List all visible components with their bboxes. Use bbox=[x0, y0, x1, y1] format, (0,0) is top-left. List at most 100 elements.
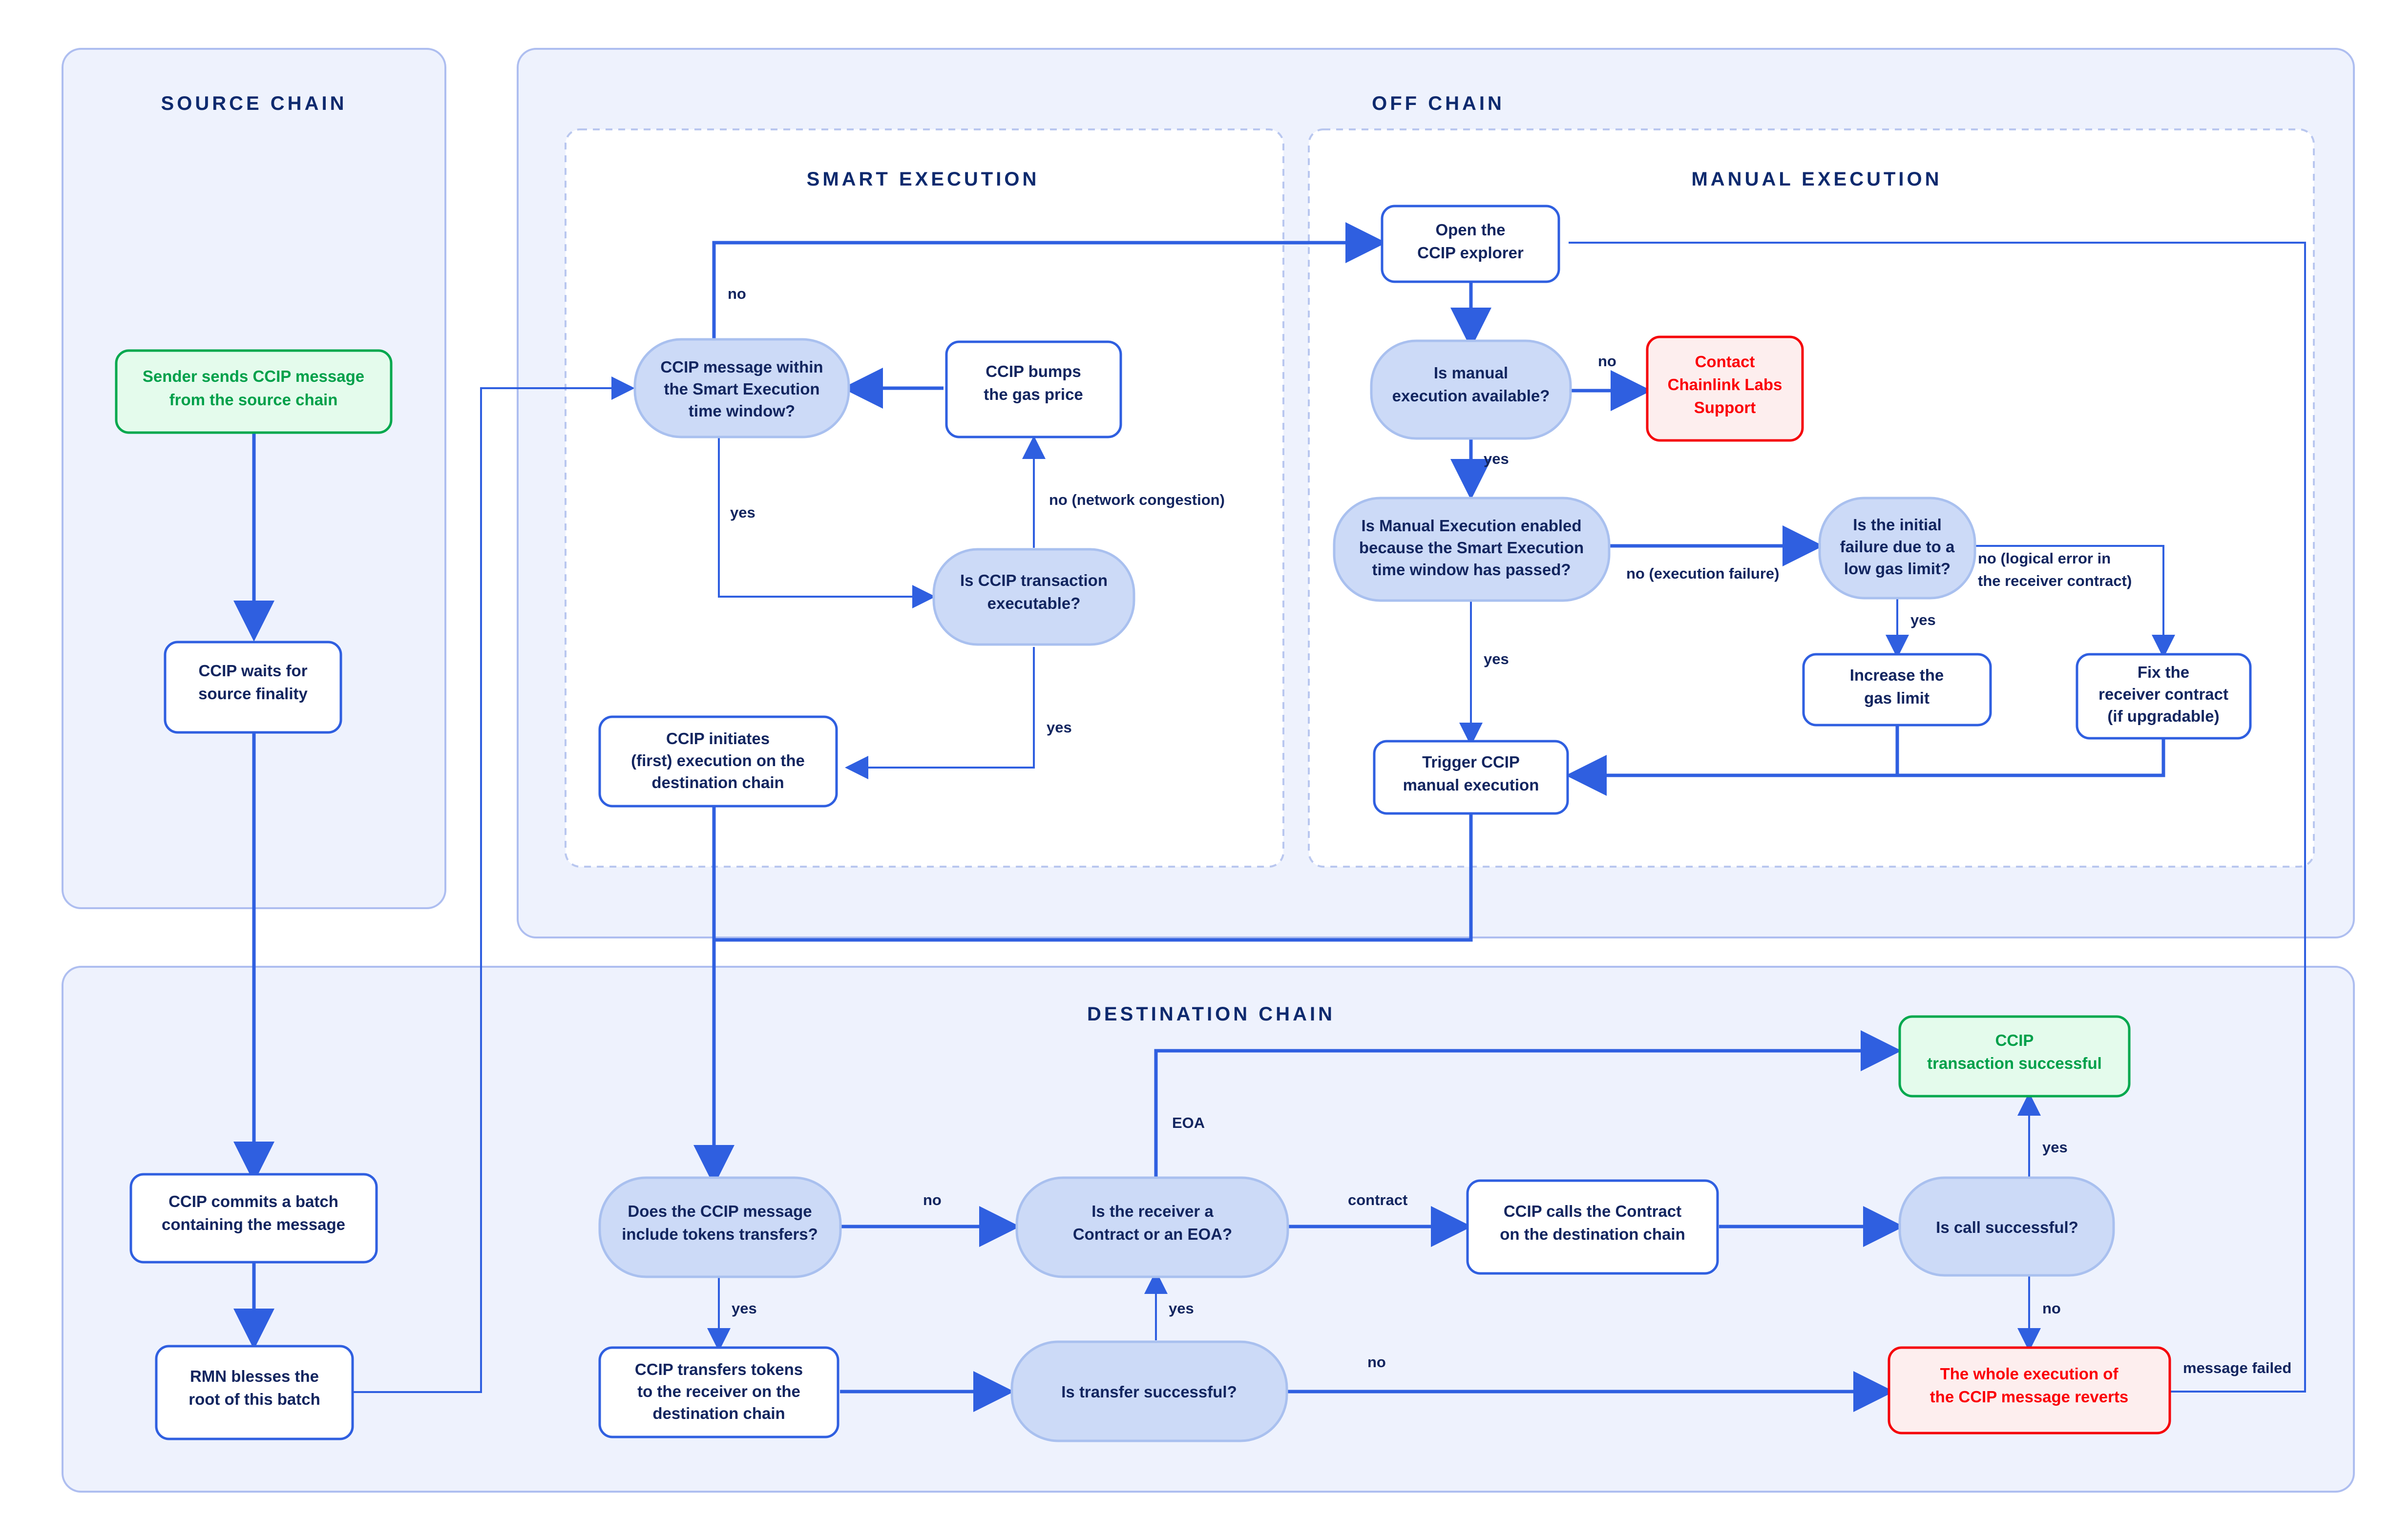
node-rmn-blesses[interactable]: RMN blesses the root of this batch bbox=[155, 1345, 354, 1440]
edge-label-no-tokens: no bbox=[923, 1191, 942, 1208]
node-commits-batch-line-1: CCIP commits a batch bbox=[168, 1192, 338, 1210]
node-bumps-gas-line-2: the gas price bbox=[984, 385, 1083, 403]
node-initiates-exec[interactable]: CCIP initiates (first) execution on the … bbox=[598, 715, 838, 808]
edge-label-eoa: EOA bbox=[1172, 1114, 1205, 1131]
edge-label-no-transfer: no bbox=[1367, 1353, 1386, 1371]
edge-label-no-call: no bbox=[2042, 1300, 2061, 1317]
node-trigger-manual[interactable]: Trigger CCIP manual execution bbox=[1373, 740, 1569, 815]
node-trigger-manual-line-1: Trigger CCIP bbox=[1422, 753, 1520, 771]
node-fix-receiver-line-1: Fix the bbox=[2138, 663, 2189, 681]
node-within-window[interactable]: CCIP message within the Smart Execution … bbox=[633, 338, 850, 438]
node-rmn-blesses-line-1: RMN blesses the bbox=[190, 1367, 319, 1385]
node-rmn-blesses-line-2: root of this batch bbox=[189, 1390, 320, 1408]
node-manual-enabled-line-2: because the Smart Execution bbox=[1359, 539, 1584, 557]
edge-label-yes-manual-enabled: yes bbox=[1484, 650, 1509, 667]
node-calls-contract-line-1: CCIP calls the Contract bbox=[1504, 1202, 1681, 1220]
node-commits-batch-line-2: containing the message bbox=[162, 1215, 345, 1233]
edge-reverts-to-explorer bbox=[1569, 242, 2306, 1393]
node-trigger-manual-line-2: manual execution bbox=[1403, 776, 1539, 794]
edge-receiver-eoa-to-success bbox=[1154, 1030, 1902, 1179]
node-includes-tokens-line-1: Does the CCIP message bbox=[628, 1202, 812, 1220]
edge-fix-receiver-to-trigger bbox=[1897, 737, 2165, 777]
subgroup-title-manual-execution: MANUAL EXECUTION bbox=[1691, 168, 1942, 190]
node-open-explorer-line-1: Open the bbox=[1435, 221, 1505, 239]
node-contact-support-line-2: Chainlink Labs bbox=[1668, 375, 1783, 394]
node-manual-enabled[interactable]: Is Manual Execution enabled because the … bbox=[1333, 497, 1611, 602]
subgroup-title-smart-execution: SMART EXECUTION bbox=[807, 168, 1040, 190]
edge-label-yes-tokens: yes bbox=[732, 1300, 757, 1317]
node-within-window-line-1: CCIP message within bbox=[660, 358, 823, 376]
node-sender-sends[interactable]: Sender sends CCIP message from the sourc… bbox=[115, 349, 393, 434]
node-is-executable[interactable]: Is CCIP transaction executable? bbox=[932, 548, 1135, 646]
edge-label-no-congestion: no (network congestion) bbox=[1049, 491, 1225, 508]
edge-initial-failure-no-to-fix-receiver bbox=[1938, 545, 2175, 658]
node-contact-support[interactable]: Contact Chainlink Labs Support bbox=[1646, 335, 1804, 442]
subgroup-manual-execution bbox=[1308, 128, 2315, 868]
node-increase-gas[interactable]: Increase the gas limit bbox=[1802, 653, 1992, 727]
node-sender-sends-line-1: Sender sends CCIP message bbox=[143, 367, 364, 385]
node-waits-finality[interactable]: CCIP waits for source finality bbox=[164, 641, 342, 734]
node-open-explorer-line-2: CCIP explorer bbox=[1417, 244, 1524, 262]
edge-label-message-failed: message failed bbox=[2183, 1359, 2291, 1376]
node-waits-finality-line-1: CCIP waits for bbox=[198, 662, 307, 680]
node-fix-receiver[interactable]: Fix the receiver contract (if upgradable… bbox=[2076, 653, 2252, 740]
node-transfers-tokens-line-2: to the receiver on the bbox=[637, 1382, 800, 1400]
node-tx-success-line-2: transaction successful bbox=[1927, 1054, 2102, 1072]
node-is-executable-line-2: executable? bbox=[987, 594, 1081, 612]
edge-label-no-manual: no bbox=[1598, 353, 1616, 370]
node-initial-failure-line-3: low gas limit? bbox=[1844, 560, 1951, 578]
node-calls-contract[interactable]: CCIP calls the Contract on the destinati… bbox=[1466, 1179, 1719, 1275]
node-initial-failure[interactable]: Is the initial failure due to a low gas … bbox=[1818, 497, 1976, 600]
node-receiver-kind-line-2: Contract or an EOA? bbox=[1073, 1225, 1232, 1243]
node-reverts-line-1: The whole execution of bbox=[1940, 1365, 2119, 1383]
node-manual-enabled-line-3: time window has passed? bbox=[1372, 561, 1571, 579]
edge-label-no-logical-error-l1: no (logical error in bbox=[1978, 550, 2111, 567]
node-reverts[interactable]: The whole execution of the CCIP message … bbox=[1888, 1346, 2171, 1435]
node-transfer-ok[interactable]: Is transfer successful? bbox=[1010, 1340, 1288, 1442]
node-receiver-kind-line-1: Is the receiver a bbox=[1091, 1202, 1214, 1220]
edge-window-yes-to-executable bbox=[718, 437, 936, 608]
node-receiver-kind[interactable]: Is the receiver a Contract or an EOA? bbox=[1015, 1176, 1289, 1278]
node-fix-receiver-line-3: (if upgradable) bbox=[2107, 707, 2219, 725]
node-within-window-line-3: time window? bbox=[689, 402, 795, 420]
node-manual-available[interactable]: Is manual execution available? bbox=[1370, 339, 1572, 440]
node-tx-success[interactable]: CCIP transaction successful bbox=[1898, 1015, 2131, 1098]
edge-rmn-to-within-window bbox=[353, 376, 635, 1393]
node-includes-tokens[interactable]: Does the CCIP message include tokens tra… bbox=[598, 1176, 842, 1278]
node-within-window-line-2: the Smart Execution bbox=[664, 380, 819, 398]
edge-label-yes-transfer: yes bbox=[1169, 1300, 1194, 1317]
lane-title-off-chain: OFF CHAIN bbox=[1372, 93, 1505, 114]
edge-label-yes-call: yes bbox=[2042, 1139, 2068, 1156]
node-transfers-tokens-line-3: destination chain bbox=[652, 1404, 785, 1422]
node-call-ok[interactable]: Is call successful? bbox=[1898, 1176, 2115, 1277]
node-contact-support-line-1: Contact bbox=[1695, 353, 1755, 371]
node-includes-tokens-line-2: include tokens transfers? bbox=[622, 1225, 818, 1243]
node-open-explorer[interactable]: Open the CCIP explorer bbox=[1381, 205, 1560, 283]
node-call-ok-line-1: Is call successful? bbox=[1936, 1218, 2078, 1236]
node-transfer-ok-line-1: Is transfer successful? bbox=[1061, 1383, 1237, 1401]
node-fix-receiver-line-2: receiver contract bbox=[2098, 685, 2228, 703]
edge-label-yes-window: yes bbox=[730, 504, 755, 521]
edge-label-yes-manual: yes bbox=[1484, 450, 1509, 467]
node-manual-enabled-line-1: Is Manual Execution enabled bbox=[1361, 517, 1581, 535]
node-manual-available-line-2: execution available? bbox=[1392, 387, 1550, 405]
node-is-executable-line-1: Is CCIP transaction bbox=[960, 571, 1108, 589]
edge-label-no-logical-error-l2: the receiver contract) bbox=[1978, 572, 2132, 589]
node-sender-sends-line-2: from the source chain bbox=[169, 391, 338, 409]
edge-label-contract: contract bbox=[1348, 1191, 1407, 1208]
node-transfers-tokens[interactable]: CCIP transfers tokens to the receiver on… bbox=[598, 1346, 839, 1438]
edge-label-no-execution-failure: no (execution failure) bbox=[1626, 565, 1779, 582]
node-contact-support-line-3: Support bbox=[1694, 398, 1756, 416]
node-commits-batch[interactable]: CCIP commits a batch containing the mess… bbox=[129, 1173, 378, 1264]
node-tx-success-line-1: CCIP bbox=[1995, 1031, 2034, 1049]
node-initiates-exec-line-1: CCIP initiates bbox=[666, 729, 770, 748]
node-reverts-line-2: the CCIP message reverts bbox=[1930, 1388, 2129, 1406]
node-waits-finality-line-2: source finality bbox=[198, 685, 308, 703]
node-bumps-gas[interactable]: CCIP bumps the gas price bbox=[945, 340, 1122, 438]
node-bumps-gas-line-1: CCIP bumps bbox=[986, 362, 1081, 380]
edge-trigger-to-destination bbox=[714, 803, 1473, 942]
node-initial-failure-line-2: failure due to a bbox=[1840, 538, 1955, 556]
edge-label-no-top-loop: no bbox=[728, 285, 746, 302]
node-initiates-exec-line-3: destination chain bbox=[651, 773, 784, 791]
